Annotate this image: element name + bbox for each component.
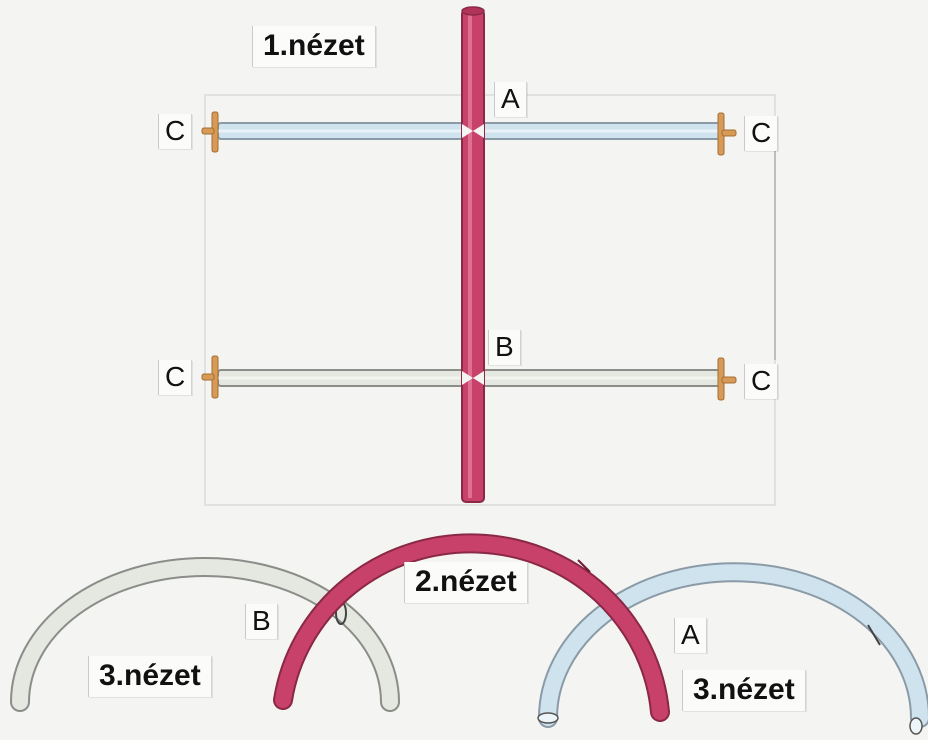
view3-right-arc xyxy=(537,562,928,735)
point-c-bottom-right-label: C xyxy=(744,364,779,399)
c-joint-top-left xyxy=(201,111,219,153)
point-b-mid-label: B xyxy=(488,330,521,365)
point-c-top-left-label: C xyxy=(158,114,193,149)
background-panels xyxy=(204,94,776,506)
view1-label: 1.nézet xyxy=(252,26,376,67)
view3-left-label: 3.nézet xyxy=(88,656,212,697)
point-c-bottom-left-label: C xyxy=(158,360,193,395)
c-joint-bottom-right xyxy=(717,357,737,401)
c-joint-top-right xyxy=(717,112,737,156)
c-joint-bottom-left xyxy=(201,355,219,399)
point-a-arc-label: A xyxy=(674,618,707,653)
main-rod xyxy=(461,6,485,503)
point-b-arc-label: B xyxy=(245,604,278,639)
point-c-top-right-label: C xyxy=(744,116,779,151)
view2-label: 2.nézet xyxy=(404,562,528,603)
view2-arc xyxy=(273,533,670,722)
view3-right-label: 3.nézet xyxy=(682,670,806,711)
point-a-top-label: A xyxy=(494,82,527,117)
